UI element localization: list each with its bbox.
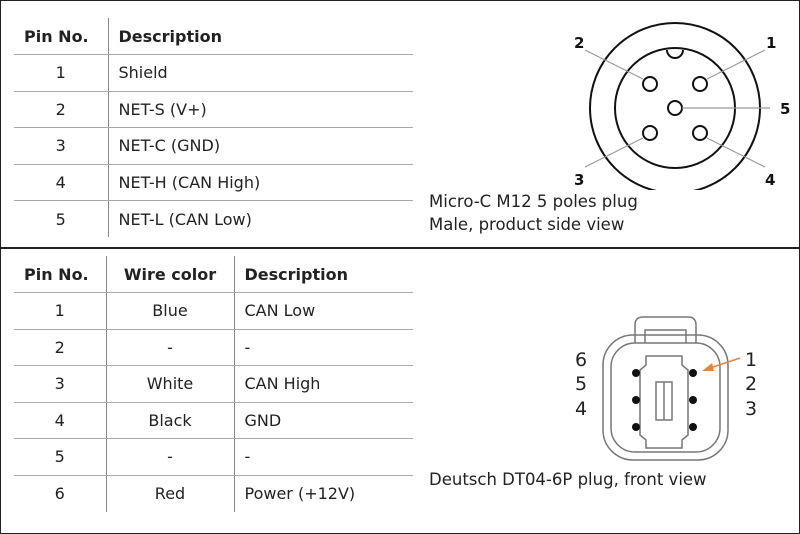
- pin-cell: 2: [14, 329, 107, 366]
- description-cell: NET-C (GND): [108, 127, 413, 165]
- wire-color-cell: -: [106, 329, 235, 366]
- pin-cell: 4: [14, 164, 109, 201]
- description-cell: NET-H (CAN High): [108, 164, 413, 201]
- pin-label-4: 4: [765, 171, 775, 189]
- description-cell: NET-L (CAN Low): [118, 209, 252, 229]
- header-pin: Pin No.: [14, 18, 109, 55]
- header-wire-color: Wire color: [106, 256, 235, 293]
- description-cell: CAN High: [234, 365, 413, 403]
- wire-color-cell: Blue: [106, 292, 235, 330]
- pin-label-6: 6: [575, 349, 587, 371]
- header-pin: Pin No.: [14, 256, 107, 293]
- wire-color-cell: White: [106, 365, 235, 403]
- table-row: 5--: [14, 438, 413, 476]
- table-header: Pin No. Description: [14, 18, 413, 55]
- header-description: Description: [234, 256, 413, 293]
- pin-label-3: 3: [745, 398, 757, 420]
- pin-label-2: 2: [574, 34, 584, 52]
- pin-label-5: 5: [780, 100, 790, 118]
- description-cell: -: [234, 329, 413, 366]
- description-cell: Power (+12V): [244, 484, 356, 503]
- pin-cell: 5: [14, 438, 107, 476]
- description-cell: GND: [234, 402, 413, 439]
- pin-label-1: 1: [766, 34, 776, 52]
- pin-cell: 6: [14, 475, 107, 512]
- m12-connector-diagram: 1 2 3 4 5: [574, 22, 790, 190]
- table-header: Pin No. Wire color Description: [14, 256, 413, 293]
- pin-label-4: 4: [575, 398, 587, 420]
- description-cell: -: [234, 438, 413, 476]
- pin-cell: 4: [14, 402, 107, 439]
- deutsch-connector-diagram: 1 2 3 4 5 6: [575, 316, 757, 461]
- pin-cell: 3: [14, 365, 107, 403]
- section-divider: [0, 247, 800, 249]
- table-row: 5 NET-L (CAN Low): [14, 200, 413, 237]
- pin-label-5: 5: [575, 373, 587, 395]
- m12-caption-line2: Male, product side view: [429, 215, 625, 234]
- m12-caption-line1: Micro-C M12 5 poles plug: [429, 192, 638, 211]
- pin-cell: 3: [14, 127, 109, 165]
- pin-label-3: 3: [574, 171, 584, 189]
- deutsch-caption: Deutsch DT04-6P plug, front view: [429, 470, 707, 489]
- pin-cell: 5: [14, 200, 109, 237]
- table-row: 2--: [14, 329, 413, 366]
- pin-label-2: 2: [745, 373, 757, 395]
- pin-cell: 1: [14, 292, 107, 330]
- header-description: Description: [108, 18, 413, 55]
- pin-cell: 1: [14, 54, 109, 92]
- pin1-arrow-icon: [702, 357, 741, 371]
- description-cell: NET-S (V+): [108, 91, 413, 128]
- wire-color-cell: Black: [106, 402, 235, 439]
- wire-color-cell: -: [106, 438, 235, 476]
- pin-label-1: 1: [745, 349, 757, 371]
- description-cell: Shield: [108, 54, 413, 92]
- pin-cell: 2: [14, 91, 109, 128]
- wire-color-cell: Red: [106, 475, 235, 512]
- description-cell: CAN Low: [234, 292, 413, 330]
